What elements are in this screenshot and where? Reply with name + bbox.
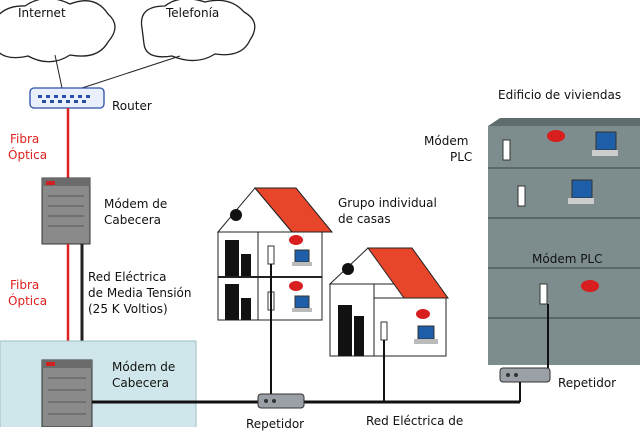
red-baja-label: Red Eléctrica de: [366, 414, 464, 428]
repetidor-right-icon: [499, 367, 551, 383]
edificio-title: Edificio de viviendas: [498, 88, 622, 102]
phone-icon: [289, 235, 430, 319]
router-label: Router: [112, 99, 152, 113]
modem-cabecera-bottom-icon: [41, 359, 93, 427]
modem-plc-mid: Módem PLC: [532, 252, 603, 266]
fibra-top-line2: Óptica: [8, 148, 48, 162]
repetidor-bottom-icon: [257, 393, 305, 409]
telefonia-label: Telefonía: [166, 6, 220, 20]
house-left-icon: [216, 187, 334, 321]
modem-cabecera-bottom-line1: Módem de: [112, 360, 176, 374]
modem-cabecera-top-line1: Módem de: [104, 197, 168, 211]
modem-cabecera-top-line2: Cabecera: [104, 213, 161, 227]
grupo-casas-line1: Grupo individual: [338, 196, 437, 210]
grupo-casas-line2: de casas: [338, 212, 391, 226]
media-tension-line3: (25 K Voltios): [88, 302, 168, 316]
internet-cloud-icon: [0, 0, 116, 63]
fibra-top-line1: Fibra: [10, 132, 40, 146]
modem-plc-top-line1: Módem: [424, 134, 469, 148]
computer-icon: [292, 249, 438, 344]
building-icon: [488, 118, 640, 365]
repetidor-right-label: Repetidor: [558, 376, 617, 390]
fibra-bottom-line2: Óptica: [8, 294, 48, 308]
modem-plc-top-line2: PLC: [450, 150, 473, 164]
telefonia-cloud-icon: [140, 0, 256, 62]
modem-cabecera-bottom-line2: Cabecera: [112, 376, 169, 390]
router-icon: [29, 87, 105, 109]
internet-label: Internet: [18, 6, 66, 20]
fibra-bottom-line1: Fibra: [10, 278, 40, 292]
house-right-icon: [328, 247, 449, 357]
media-tension-line2: de Media Tensión: [88, 286, 192, 300]
modem-cabecera-top-icon: [41, 177, 91, 245]
repetidor-bottom-label: Repetidor: [246, 417, 305, 431]
media-tension-line1: Red Eléctrica: [88, 270, 167, 284]
